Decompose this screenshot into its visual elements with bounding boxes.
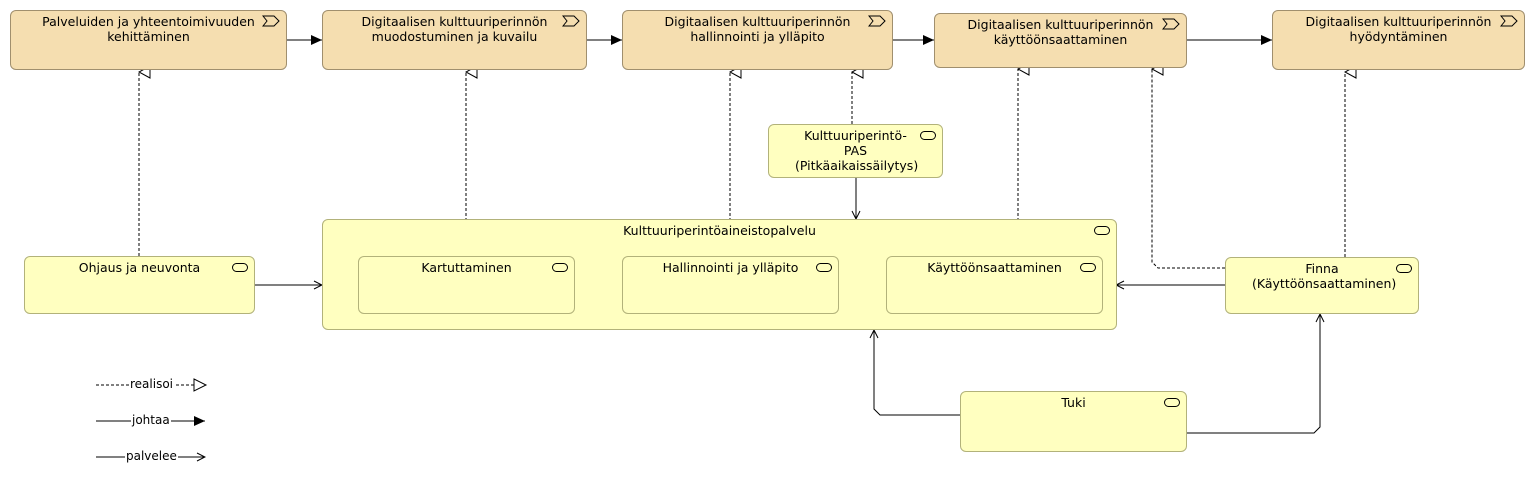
process-kehittaminen[interactable]: Palveluiden ja yhteentoimivuuden kehittä…: [10, 10, 287, 70]
process-hyodyntaminen[interactable]: Digitaalisen kulttuuriperinnön hyödyntäm…: [1272, 10, 1525, 70]
service-label: Kartuttaminen: [421, 260, 512, 275]
process-kayttoonsaattaminen[interactable]: Digitaalisen kulttuuriperinnön käyttööns…: [934, 13, 1187, 68]
service-kartuttaminen[interactable]: Kartuttaminen: [358, 256, 575, 314]
service-label: Finna (Käyttöönsaattaminen): [1252, 261, 1397, 291]
legend-johtaa-label: johtaa: [131, 413, 171, 427]
service-label: Kulttuuriperintö-PAS (Pitkäaikaissäilyty…: [795, 128, 919, 173]
process-muodostuminen[interactable]: Digitaalisen kulttuuriperinnön muodostum…: [322, 10, 587, 70]
process-label: Digitaalisen kulttuuriperinnön muodostum…: [361, 14, 548, 44]
serve-tuki-finna: [1186, 314, 1320, 434]
process-label: Digitaalisen kulttuuriperinnön käyttööns…: [967, 17, 1154, 47]
process-arrow-icon: [562, 15, 580, 27]
process-label: Digitaalisen kulttuuriperinnön hyödyntäm…: [1305, 14, 1492, 44]
service-label: Ohjaus ja neuvonta: [78, 260, 201, 275]
service-label: Tuki: [1061, 395, 1086, 410]
service-finna[interactable]: Finna (Käyttöönsaattaminen): [1225, 257, 1419, 314]
service-rounded-rect-icon: [816, 263, 832, 272]
service-tuki[interactable]: Tuki: [960, 391, 1187, 452]
process-hallinnointi[interactable]: Digitaalisen kulttuuriperinnön hallinnoi…: [622, 10, 893, 70]
service-rounded-rect-icon: [1080, 263, 1096, 272]
process-label: Palveluiden ja yhteentoimivuuden kehittä…: [42, 14, 255, 44]
process-arrow-icon: [1162, 18, 1180, 30]
service-rounded-rect-icon: [552, 263, 568, 272]
service-rounded-rect-icon: [232, 263, 248, 272]
service-rounded-rect-icon: [1396, 264, 1412, 273]
service-rounded-rect-icon: [1164, 398, 1180, 407]
realize-finna-p4: [1152, 69, 1225, 269]
service-label: Kulttuuriperintöaineistopalvelu: [623, 223, 816, 238]
service-rounded-rect-icon: [920, 131, 936, 140]
service-rounded-rect-icon: [1094, 226, 1110, 235]
serve-tuki-main: [874, 330, 961, 416]
legend-palvelee-label: palvelee: [125, 449, 178, 463]
process-label: Digitaalisen kulttuuriperinnön hallinnoi…: [664, 14, 851, 44]
process-arrow-icon: [1500, 15, 1518, 27]
legend-realisoi-label: realisoi: [129, 377, 175, 391]
service-ohjaus[interactable]: Ohjaus ja neuvonta: [24, 256, 255, 314]
service-pas[interactable]: Kulttuuriperintö-PAS (Pitkäaikaissäilyty…: [768, 124, 943, 178]
legend-realisoi-head: [193, 378, 208, 392]
service-kayttoonsaattaminen[interactable]: Käyttöönsaattaminen: [886, 256, 1103, 314]
process-arrow-icon: [868, 15, 886, 27]
service-label: Hallinnointi ja ylläpito: [662, 260, 799, 275]
service-hallinnointi[interactable]: Hallinnointi ja ylläpito: [622, 256, 839, 314]
process-arrow-icon: [262, 15, 280, 27]
service-label: Käyttöönsaattaminen: [927, 260, 1062, 275]
